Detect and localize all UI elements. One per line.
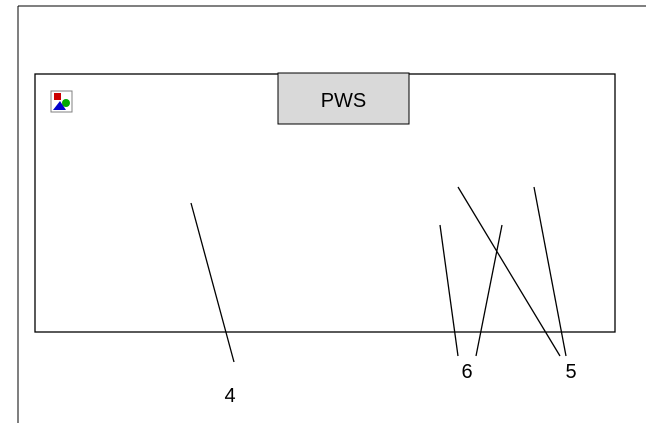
callout-label-5: 5 bbox=[565, 361, 576, 383]
leader-line-5a bbox=[457, 186, 561, 357]
callout-label-6: 6 bbox=[461, 361, 472, 383]
leader-line-4 bbox=[190, 202, 235, 363]
leader-line-6b bbox=[475, 224, 503, 357]
leader-line-5b bbox=[533, 186, 567, 357]
broken-image-icon bbox=[50, 90, 73, 113]
pws-label: PWS bbox=[321, 90, 367, 112]
pws-label-box bbox=[277, 72, 410, 125]
callout-label-4: 4 bbox=[224, 385, 235, 407]
leader-line-6a bbox=[439, 224, 459, 357]
